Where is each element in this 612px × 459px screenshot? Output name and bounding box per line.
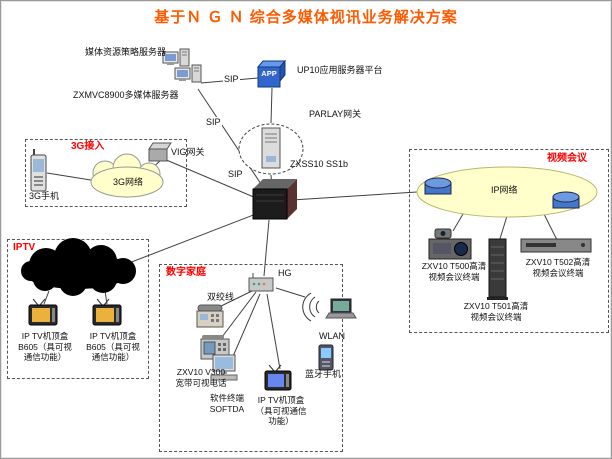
3g-phone-icon — [30, 149, 47, 192]
iptv-cloud — [21, 238, 136, 296]
app-badge-label: APP — [261, 69, 277, 78]
link-ipnet-t501 — [498, 215, 508, 243]
t502-label: ZXV10 T502高清 视频会议终端 — [525, 257, 591, 278]
sip-label-1: SIP — [223, 74, 240, 86]
link-softswitch-iptv — [128, 213, 257, 264]
softda-label: 软件终端 SOFTDA — [209, 393, 245, 414]
link-hg-videophone — [218, 291, 257, 342]
up10-platform-label: UP10应用服务器平台 — [297, 65, 383, 75]
wlan-laptop-icon — [325, 298, 357, 319]
link-servers-softswitch — [197, 88, 264, 188]
ip-network-ellipse — [416, 166, 598, 218]
t501-label: ZXV10 T501高清 视频会议终端 — [463, 301, 529, 322]
bluetooth-phone-label: 蓝牙手机 — [305, 369, 342, 379]
zxmvc8900-server-icon — [174, 64, 202, 83]
twisted-pair-label: 双绞线 — [207, 292, 235, 302]
home-gateway-label: HG — [278, 268, 292, 278]
home-stb-label: IP TV机顶盒 （具可视通信 功能） — [255, 395, 307, 427]
wifi-signal-icon — [302, 292, 320, 322]
zxmvc-server-label: ZXMVC8900多媒体服务器 — [73, 90, 179, 100]
wlan-label: WLAN — [319, 331, 346, 341]
t501-terminal-icon — [487, 238, 508, 300]
home-gateway-icon — [248, 273, 274, 292]
3g-section-label: 3G接入 — [71, 141, 105, 152]
home-stb-icon — [264, 364, 292, 391]
t502-terminal-icon — [520, 238, 592, 253]
softswitch-label: ZXSS10 SS1b — [290, 159, 349, 169]
link-ipnet-t502 — [542, 211, 558, 241]
digital-home-section-label: 数字家庭 — [166, 267, 206, 278]
3g-network-cloud — [90, 153, 164, 198]
stb-left-label: IP TV机顶盒 B605（具可视 通信功能） — [18, 331, 72, 363]
link-hg-stb — [266, 293, 281, 370]
3g-access-box — [25, 139, 187, 207]
v300-label: ZXV10 V300 宽带可视电话 — [175, 367, 227, 388]
t500-label: ZXV10 T500高清 视频会议终端 — [421, 261, 487, 282]
link-3gphone-cloud — [46, 172, 98, 182]
t500-terminal-icon — [428, 228, 472, 260]
vig-gateway-label: VIG网关 — [171, 147, 205, 157]
link-vig-softswitch — [163, 158, 257, 199]
router-icon-right — [552, 191, 580, 209]
media-policy-server-icon — [162, 48, 190, 67]
sip-label-3: SIP — [227, 169, 244, 181]
bluetooth-phone-icon — [318, 344, 334, 371]
3g-network-label: 3G网络 — [113, 177, 144, 187]
desk-phone-icon — [196, 304, 224, 328]
parlay-server-icon — [261, 127, 281, 169]
link-softswitch-ipnet — [291, 191, 418, 201]
video-conference-section-label: 视频会议 — [547, 153, 587, 164]
video-conference-box — [409, 149, 609, 333]
sip-label-2: SIP — [205, 117, 222, 129]
iptv-section-label: IPTV — [13, 242, 36, 253]
stb-b605-left-icon — [28, 298, 58, 326]
softswitch-icon — [252, 179, 297, 220]
link-app-parlay — [270, 87, 273, 124]
vig-gateway-icon — [148, 142, 172, 162]
link-ipnet-t500 — [452, 213, 464, 232]
ip-network-label: IP网络 — [491, 185, 518, 195]
link-iptv-stb1 — [43, 290, 50, 305]
softda-pc-icon — [210, 354, 238, 381]
connection-lines — [43, 77, 558, 370]
link-hg-softda-pc — [230, 293, 261, 362]
app-server-icon — [256, 59, 287, 88]
stb-right-label: IP TV机顶盒 B605（具可视 通信功能） — [86, 331, 140, 363]
link-softswitch-hg — [263, 219, 270, 277]
parlay-gateway-label: PARLAY网关 — [309, 109, 362, 119]
media-policy-server-label: 媒体资源策略服务器 — [85, 47, 167, 57]
diagram-title: 基于Ｎ Ｇ Ｎ 综合多媒体视讯业务解决方案 — [154, 9, 458, 26]
digital-home-box — [159, 264, 343, 452]
router-icon-left — [424, 177, 452, 195]
stb-b605-right-icon — [92, 298, 122, 326]
link-hg-wlan — [275, 287, 306, 298]
3g-handset-label: 3G手机 — [29, 191, 60, 201]
v300-videophone-icon — [200, 335, 230, 360]
